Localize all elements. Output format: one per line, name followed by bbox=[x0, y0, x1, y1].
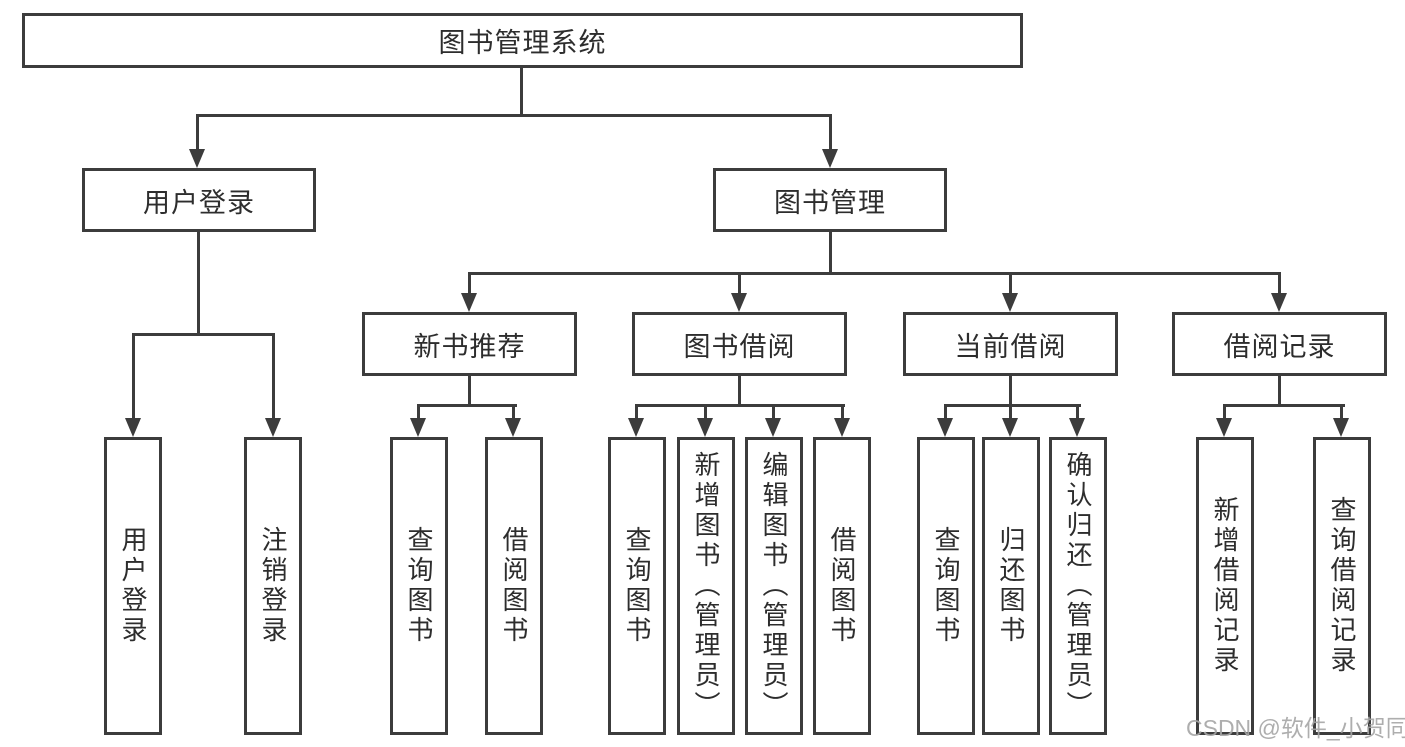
leaf-edit-books-admin: 编辑图书（管理员） bbox=[745, 437, 803, 735]
node-label: 新增借阅记录 bbox=[1210, 496, 1240, 676]
node-new-book-recommendation: 新书推荐 bbox=[362, 312, 577, 376]
connector-line bbox=[635, 404, 638, 421]
arrowhead-down-icon bbox=[505, 418, 521, 437]
csdn-watermark: CSDN @软件_小贺同学 bbox=[1186, 715, 1405, 741]
arrowhead-down-icon bbox=[822, 149, 838, 168]
node-label: 用户登录 bbox=[118, 526, 148, 646]
node-label: 图书借阅 bbox=[683, 331, 796, 362]
arrowhead-down-icon bbox=[461, 293, 477, 312]
arrowhead-down-icon bbox=[834, 418, 850, 437]
node-label: 用户登录 bbox=[143, 187, 255, 218]
connector-line bbox=[944, 404, 947, 421]
arrowhead-down-icon bbox=[1216, 418, 1232, 437]
connector-line bbox=[738, 376, 741, 407]
arrowhead-down-icon bbox=[1333, 418, 1349, 437]
connector-line bbox=[132, 333, 275, 336]
connector-line bbox=[1009, 404, 1012, 421]
node-label: 编辑图书（管理员） bbox=[759, 451, 789, 721]
leaf-query-books-current: 查询图书 bbox=[917, 437, 975, 735]
arrowhead-down-icon bbox=[410, 418, 426, 437]
connector-line bbox=[1340, 404, 1343, 421]
leaf-borrow-books-recommend: 借阅图书 bbox=[485, 437, 543, 735]
connector-line bbox=[512, 404, 515, 421]
connector-line bbox=[132, 333, 135, 421]
connector-line bbox=[772, 404, 775, 421]
node-label: 查询图书 bbox=[622, 526, 652, 646]
connector-line bbox=[944, 404, 1081, 407]
node-current-borrowing: 当前借阅 bbox=[903, 312, 1118, 376]
leaf-add-books-admin: 新增图书（管理员） bbox=[677, 437, 735, 735]
arrowhead-down-icon bbox=[1069, 418, 1085, 437]
node-label: 图书管理 bbox=[774, 187, 886, 218]
connector-line bbox=[196, 114, 832, 117]
arrowhead-down-icon bbox=[1002, 293, 1018, 312]
arrowhead-down-icon bbox=[189, 149, 205, 168]
leaf-query-borrow-record: 查询借阅记录 bbox=[1313, 437, 1371, 735]
connector-line bbox=[829, 114, 832, 152]
connector-line bbox=[1278, 376, 1281, 407]
connector-line bbox=[197, 232, 200, 336]
arrowhead-down-icon bbox=[1002, 418, 1018, 437]
node-label: 当前借阅 bbox=[954, 331, 1067, 362]
node-library-system: 图书管理系统 bbox=[22, 13, 1023, 68]
connector-line bbox=[196, 114, 199, 152]
leaf-borrow-books-borrowing: 借阅图书 bbox=[813, 437, 871, 735]
arrowhead-down-icon bbox=[765, 418, 781, 437]
node-label: 借阅图书 bbox=[499, 526, 529, 646]
node-label: 借阅记录 bbox=[1223, 331, 1336, 362]
leaf-confirm-return-admin: 确认归还（管理员） bbox=[1049, 437, 1107, 735]
connector-line bbox=[738, 272, 741, 296]
node-user-login: 用户登录 bbox=[82, 168, 316, 232]
connector-line bbox=[468, 272, 1281, 275]
leaf-return-books: 归还图书 bbox=[982, 437, 1040, 735]
node-label: 查询图书 bbox=[931, 526, 961, 646]
connector-line bbox=[635, 404, 845, 407]
connector-line bbox=[1223, 404, 1226, 421]
node-label: 借阅图书 bbox=[827, 526, 857, 646]
node-label: 新书推荐 bbox=[413, 331, 526, 362]
node-label: 确认归还（管理员） bbox=[1063, 451, 1093, 721]
node-label: 查询借阅记录 bbox=[1327, 496, 1357, 676]
leaf-query-books-borrowing: 查询图书 bbox=[608, 437, 666, 735]
arrowhead-down-icon bbox=[731, 293, 747, 312]
connector-line bbox=[829, 232, 832, 275]
arrowhead-down-icon bbox=[937, 418, 953, 437]
node-book-borrowing: 图书借阅 bbox=[632, 312, 847, 376]
arrowhead-down-icon bbox=[125, 418, 141, 437]
connector-line bbox=[1278, 272, 1281, 296]
connector-line bbox=[417, 404, 420, 421]
arrowhead-down-icon bbox=[697, 418, 713, 437]
connector-line bbox=[417, 404, 517, 407]
connector-line bbox=[841, 404, 844, 421]
connector-line bbox=[520, 68, 523, 116]
connector-line bbox=[704, 404, 707, 421]
connector-line bbox=[1009, 376, 1012, 407]
node-label: 归还图书 bbox=[996, 526, 1026, 646]
node-label: 注销登录 bbox=[258, 526, 288, 646]
arrowhead-down-icon bbox=[265, 418, 281, 437]
arrowhead-down-icon bbox=[1271, 293, 1287, 312]
connector-line bbox=[468, 272, 471, 296]
node-label: 新增图书（管理员） bbox=[691, 451, 721, 721]
node-book-management: 图书管理 bbox=[713, 168, 947, 232]
arrowhead-down-icon bbox=[628, 418, 644, 437]
connector-line bbox=[1009, 272, 1012, 296]
connector-line bbox=[272, 333, 275, 421]
leaf-logout: 注销登录 bbox=[244, 437, 302, 735]
node-label: 图书管理系统 bbox=[438, 28, 607, 58]
connector-line bbox=[1223, 404, 1345, 407]
connector-line bbox=[468, 376, 471, 407]
node-label: 查询图书 bbox=[404, 526, 434, 646]
connector-line bbox=[1076, 404, 1079, 421]
node-borrowing-records: 借阅记录 bbox=[1172, 312, 1387, 376]
leaf-user-login: 用户登录 bbox=[104, 437, 162, 735]
leaf-query-books-recommend: 查询图书 bbox=[390, 437, 448, 735]
leaf-add-borrow-record: 新增借阅记录 bbox=[1196, 437, 1254, 735]
